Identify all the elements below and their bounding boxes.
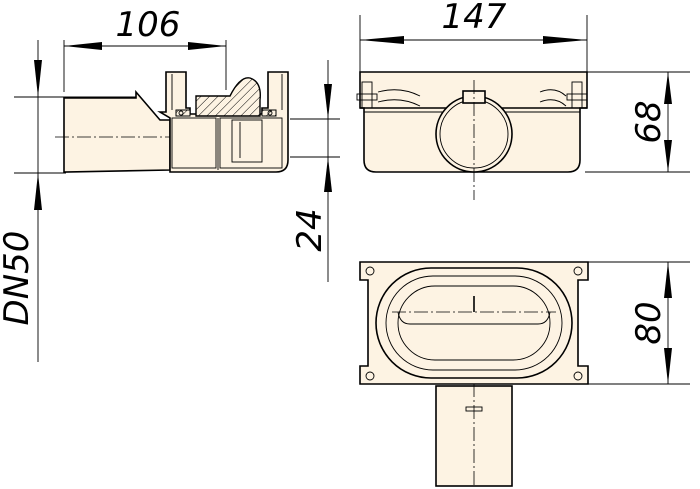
dimension-dn50: DN50 — [0, 40, 42, 362]
dimension-80: 80 — [629, 262, 672, 384]
dimension-label-front-height: 68 — [629, 100, 669, 143]
top-view — [359, 261, 690, 488]
dimension-label-front-width: 147 — [442, 0, 507, 37]
dimension-label-top-height: 80 — [629, 301, 669, 344]
dimension-24: 24 — [290, 60, 332, 282]
dimension-label-outlet-offset: 24 — [290, 208, 330, 251]
dimension-68: 68 — [629, 72, 672, 172]
dimension-label-side-width: 106 — [116, 5, 181, 45]
dimension-147: 147 — [360, 0, 587, 44]
dimension-label-pipe-size: DN50 — [0, 231, 37, 326]
front-view — [356, 15, 690, 200]
side-section-view — [14, 40, 340, 174]
dimension-106: 106 — [64, 5, 226, 50]
